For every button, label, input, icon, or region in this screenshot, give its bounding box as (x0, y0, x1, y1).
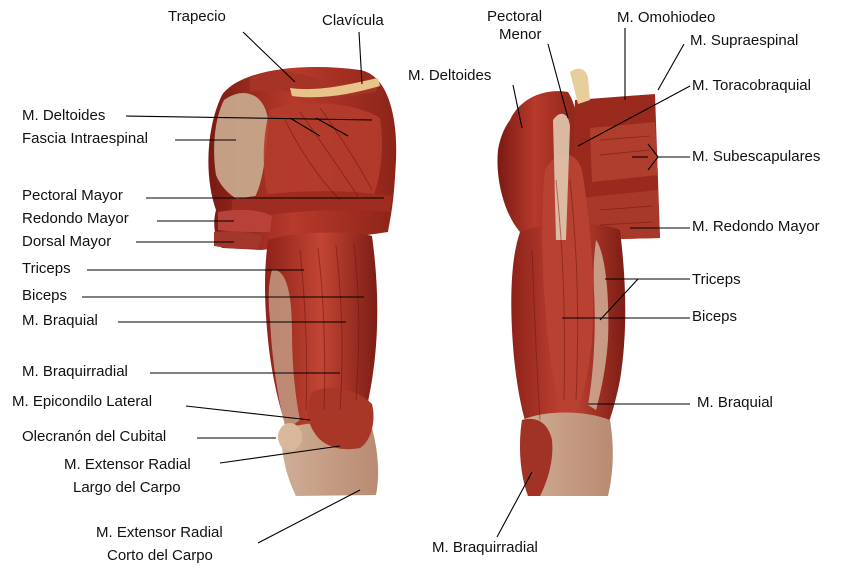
label-braquial-right: M. Braquial (697, 394, 773, 412)
right-subescapulares (590, 122, 658, 182)
label-epicondilo-lateral: M. Epicondilo Lateral (12, 393, 152, 411)
label-fascia-intraespinal: Fascia Intraespinal (22, 130, 148, 148)
label-omohiodeo: M. Omohiodeo (617, 9, 715, 27)
label-extensor-largo-1: M. Extensor Radial (64, 456, 191, 474)
label-biceps-right: Biceps (692, 308, 737, 326)
label-supraespinal: M. Supraespinal (690, 32, 798, 50)
label-extensor-corto-1: M. Extensor Radial (96, 524, 223, 542)
label-braquial-left: M. Braquial (22, 312, 98, 330)
label-olecranon: Olecranón del Cubital (22, 428, 166, 446)
right-coracoid (570, 69, 590, 104)
label-clavicula: Clavícula (322, 12, 384, 30)
label-triceps-left: Triceps (22, 260, 71, 278)
left-olecranon (278, 423, 302, 451)
label-deltoides-right: M. Deltoides (408, 67, 491, 85)
label-redondo-mayor-right: M. Redondo Mayor (692, 218, 820, 236)
label-subescapulares: M. Subescapulares (692, 148, 820, 166)
label-extensor-corto-2: Corto del Carpo (107, 547, 213, 565)
label-redondo-mayor-left: Redondo Mayor (22, 210, 129, 228)
label-deltoides-left: M. Deltoides (22, 107, 105, 125)
label-trapecio: Trapecio (168, 8, 226, 26)
label-pectoral-mayor: Pectoral Mayor (22, 187, 123, 205)
label-extensor-largo-2: Largo del Carpo (73, 479, 181, 497)
left-arm-figure (208, 67, 396, 496)
left-dorsal-band (214, 231, 262, 249)
label-biceps-left: Biceps (22, 287, 67, 305)
label-pectoral-menor-1: Pectoral (487, 8, 542, 26)
label-toracobraquial: M. Toracobraquial (692, 77, 811, 95)
label-braquirradial-right: M. Braquirradial (432, 539, 538, 557)
label-pectoral-menor-2: Menor (499, 26, 542, 44)
label-braquirradial-left: M. Braquirradial (22, 363, 128, 381)
label-triceps-right: Triceps (692, 271, 741, 289)
label-dorsal-mayor: Dorsal Mayor (22, 233, 111, 251)
